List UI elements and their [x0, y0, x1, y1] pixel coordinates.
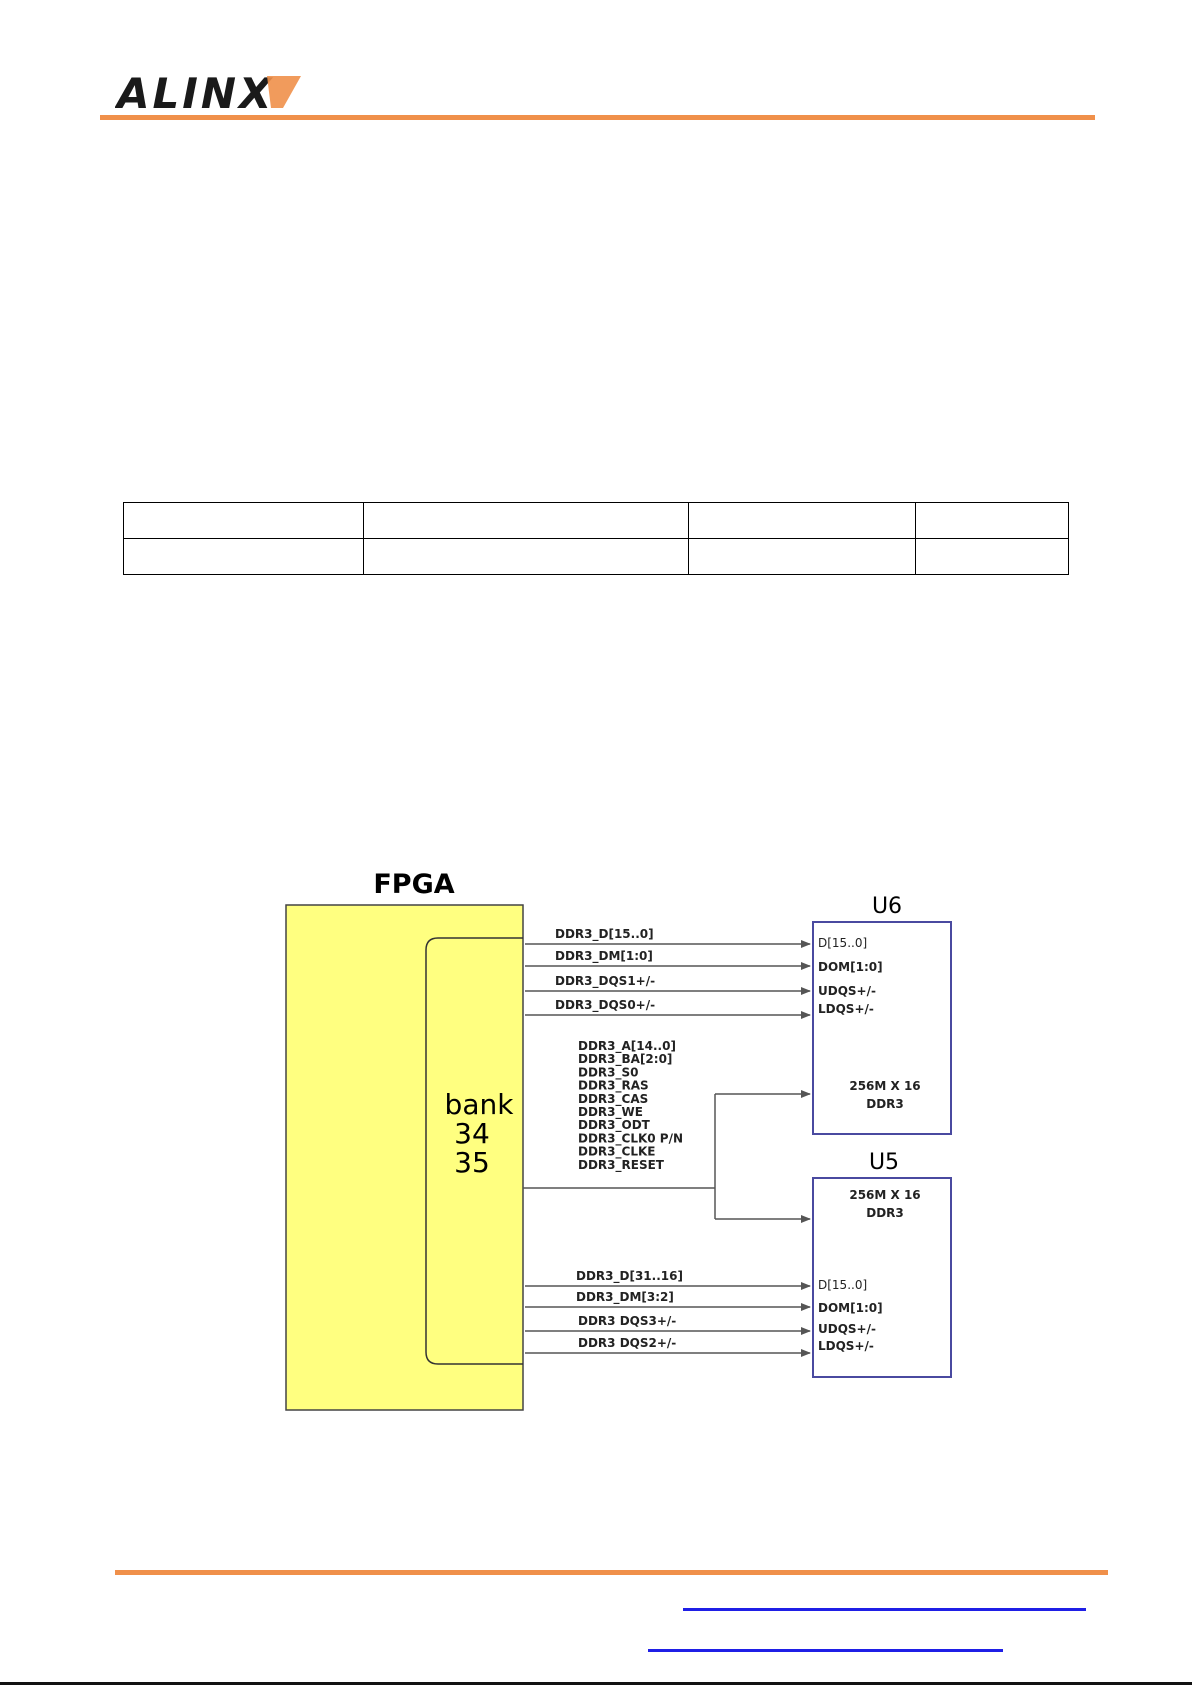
fpga-block	[285, 904, 524, 1411]
alinx-logo-text: ALINX	[115, 70, 274, 112]
u6-pin-label: D[15..0]	[818, 936, 867, 950]
shared-signal-label: DDR3_A[14..0]	[578, 1039, 676, 1054]
fpga-title: FPGA	[373, 869, 454, 900]
footer-link-2[interactable]	[648, 1649, 1003, 1652]
u6-pin-label: DOM[1:0]	[818, 960, 883, 974]
ddr3-connection-diagram: FPGA bank 34 35 U6 D[15..0] DOM[1:0] UDQS+…	[285, 869, 952, 1411]
signal-label: DDR3_D[15..0]	[555, 927, 654, 942]
signal-label: DDR3 DQS2+/-	[578, 1336, 676, 1350]
logo-accent-mark	[267, 76, 301, 108]
shared-signal-label: DDR3_BA[2:0]	[578, 1052, 672, 1067]
header-rule	[100, 115, 1095, 120]
shared-signal-label: DDR3_WE	[578, 1105, 643, 1120]
footer-rule	[115, 1570, 1108, 1575]
alinx-logo: ALINX	[115, 70, 301, 112]
table-cell	[915, 502, 1069, 539]
table-cell	[123, 538, 364, 575]
footer-link-1[interactable]	[683, 1608, 1086, 1611]
signal-label: DDR3_DM[3:2]	[576, 1290, 674, 1305]
table-row	[123, 538, 1069, 575]
u5-desc-type: DDR3	[866, 1206, 904, 1220]
signal-label: DDR3 DQS3+/-	[578, 1314, 676, 1328]
bank-number-34: 34	[454, 1117, 490, 1150]
table-cell	[363, 538, 689, 575]
u6-chip	[812, 921, 952, 1135]
u5-pin-label: LDQS+/-	[818, 1339, 874, 1353]
signal-label: DDR3_D[31..16]	[576, 1269, 683, 1284]
shared-signal-label: DDR3_CLK0 P/N	[578, 1131, 683, 1146]
shared-signal-label: DDR3_RAS	[578, 1079, 649, 1094]
u6-pin-label: UDQS+/-	[818, 984, 876, 998]
shared-signal-label: DDR3_CAS	[578, 1092, 648, 1107]
u5-pin-label: D[15..0]	[818, 1278, 867, 1292]
u5-pin-label: UDQS+/-	[818, 1322, 876, 1336]
shared-signal-label: DDR3_ODT	[578, 1118, 651, 1133]
u5-desc-capacity: 256M X 16	[849, 1188, 920, 1202]
u6-desc-type: DDR3	[866, 1097, 904, 1111]
spec-table	[123, 502, 1069, 575]
shared-signal-label: DDR3_S0	[578, 1065, 639, 1080]
u5-pin-label: DOM[1:0]	[818, 1301, 883, 1315]
u6-desc-capacity: 256M X 16	[849, 1079, 920, 1093]
table-cell	[915, 538, 1069, 575]
u5-title: U5	[869, 1150, 899, 1175]
bank-number-35: 35	[454, 1146, 490, 1179]
bank-label: bank	[445, 1088, 515, 1121]
shared-signal-label: DDR3_RESET	[578, 1158, 665, 1173]
u6-pin-label: LDQS+/-	[818, 1002, 874, 1016]
table-cell	[688, 538, 916, 575]
table-row	[123, 502, 1069, 539]
signal-label: DDR3_DQS0+/-	[555, 998, 655, 1013]
signal-label: DDR3_DM[1:0]	[555, 949, 653, 964]
page-bottom-edge	[0, 1682, 1192, 1685]
u5-chip	[812, 1177, 952, 1378]
bank-outline	[425, 937, 523, 1365]
signal-label: DDR3_DQS1+/-	[555, 974, 655, 989]
shared-signal-label: DDR3_CLKE	[578, 1145, 655, 1160]
u6-title: U6	[872, 894, 902, 919]
